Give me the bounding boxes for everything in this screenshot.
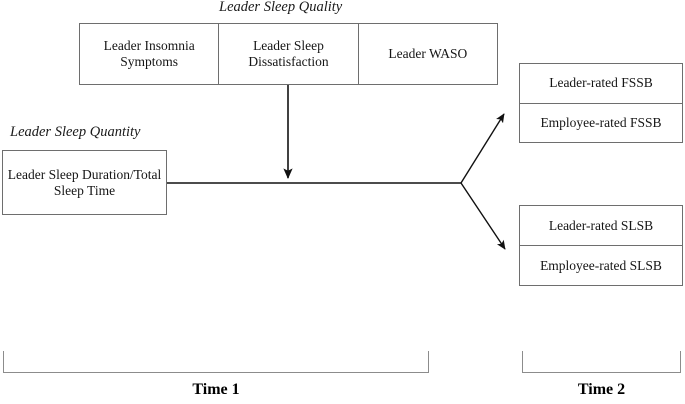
sleep-quality-box-group: Leader Insomnia Symptoms Leader Sleep Di…	[79, 23, 498, 85]
time-1-bracket	[3, 351, 429, 373]
arrow-branch-to-slsb	[460, 182, 506, 250]
box-employee-rated-slsb: Employee-rated SLSB	[520, 245, 682, 285]
caption-leader-sleep-quality: Leader Sleep Quality	[219, 0, 343, 15]
arrow-branch-to-fssb	[460, 113, 505, 184]
box-leader-sleep-dissatisfaction: Leader Sleep Dissatisfaction	[218, 24, 357, 84]
time-1-label: Time 1	[192, 381, 240, 398]
caption-leader-sleep-quantity: Leader Sleep Quantity	[10, 124, 141, 140]
time-2-label: Time 2	[577, 381, 626, 398]
slsb-outcome-box-group: Leader-rated SLSB Employee-rated SLSB	[519, 205, 683, 286]
time-2-bracket	[522, 351, 681, 373]
fssb-outcome-box-group: Leader-rated FSSB Employee-rated FSSB	[519, 63, 683, 143]
box-employee-rated-fssb: Employee-rated FSSB	[520, 102, 682, 143]
box-leader-insomnia-symptoms: Leader Insomnia Symptoms	[103, 38, 195, 69]
sleep-quantity-box-group: Leader Sleep Duration/Total Sleep Time	[2, 150, 167, 215]
box-leader-rated-slsb: Leader-rated SLSB	[548, 217, 654, 233]
box-leader-rated-fssb: Leader-rated FSSB	[549, 75, 653, 91]
box-leader-sleep-duration-total-sleep-time: Leader Sleep Duration/Total Sleep Time	[7, 166, 162, 198]
box-leader-waso: Leader WASO	[357, 24, 497, 84]
